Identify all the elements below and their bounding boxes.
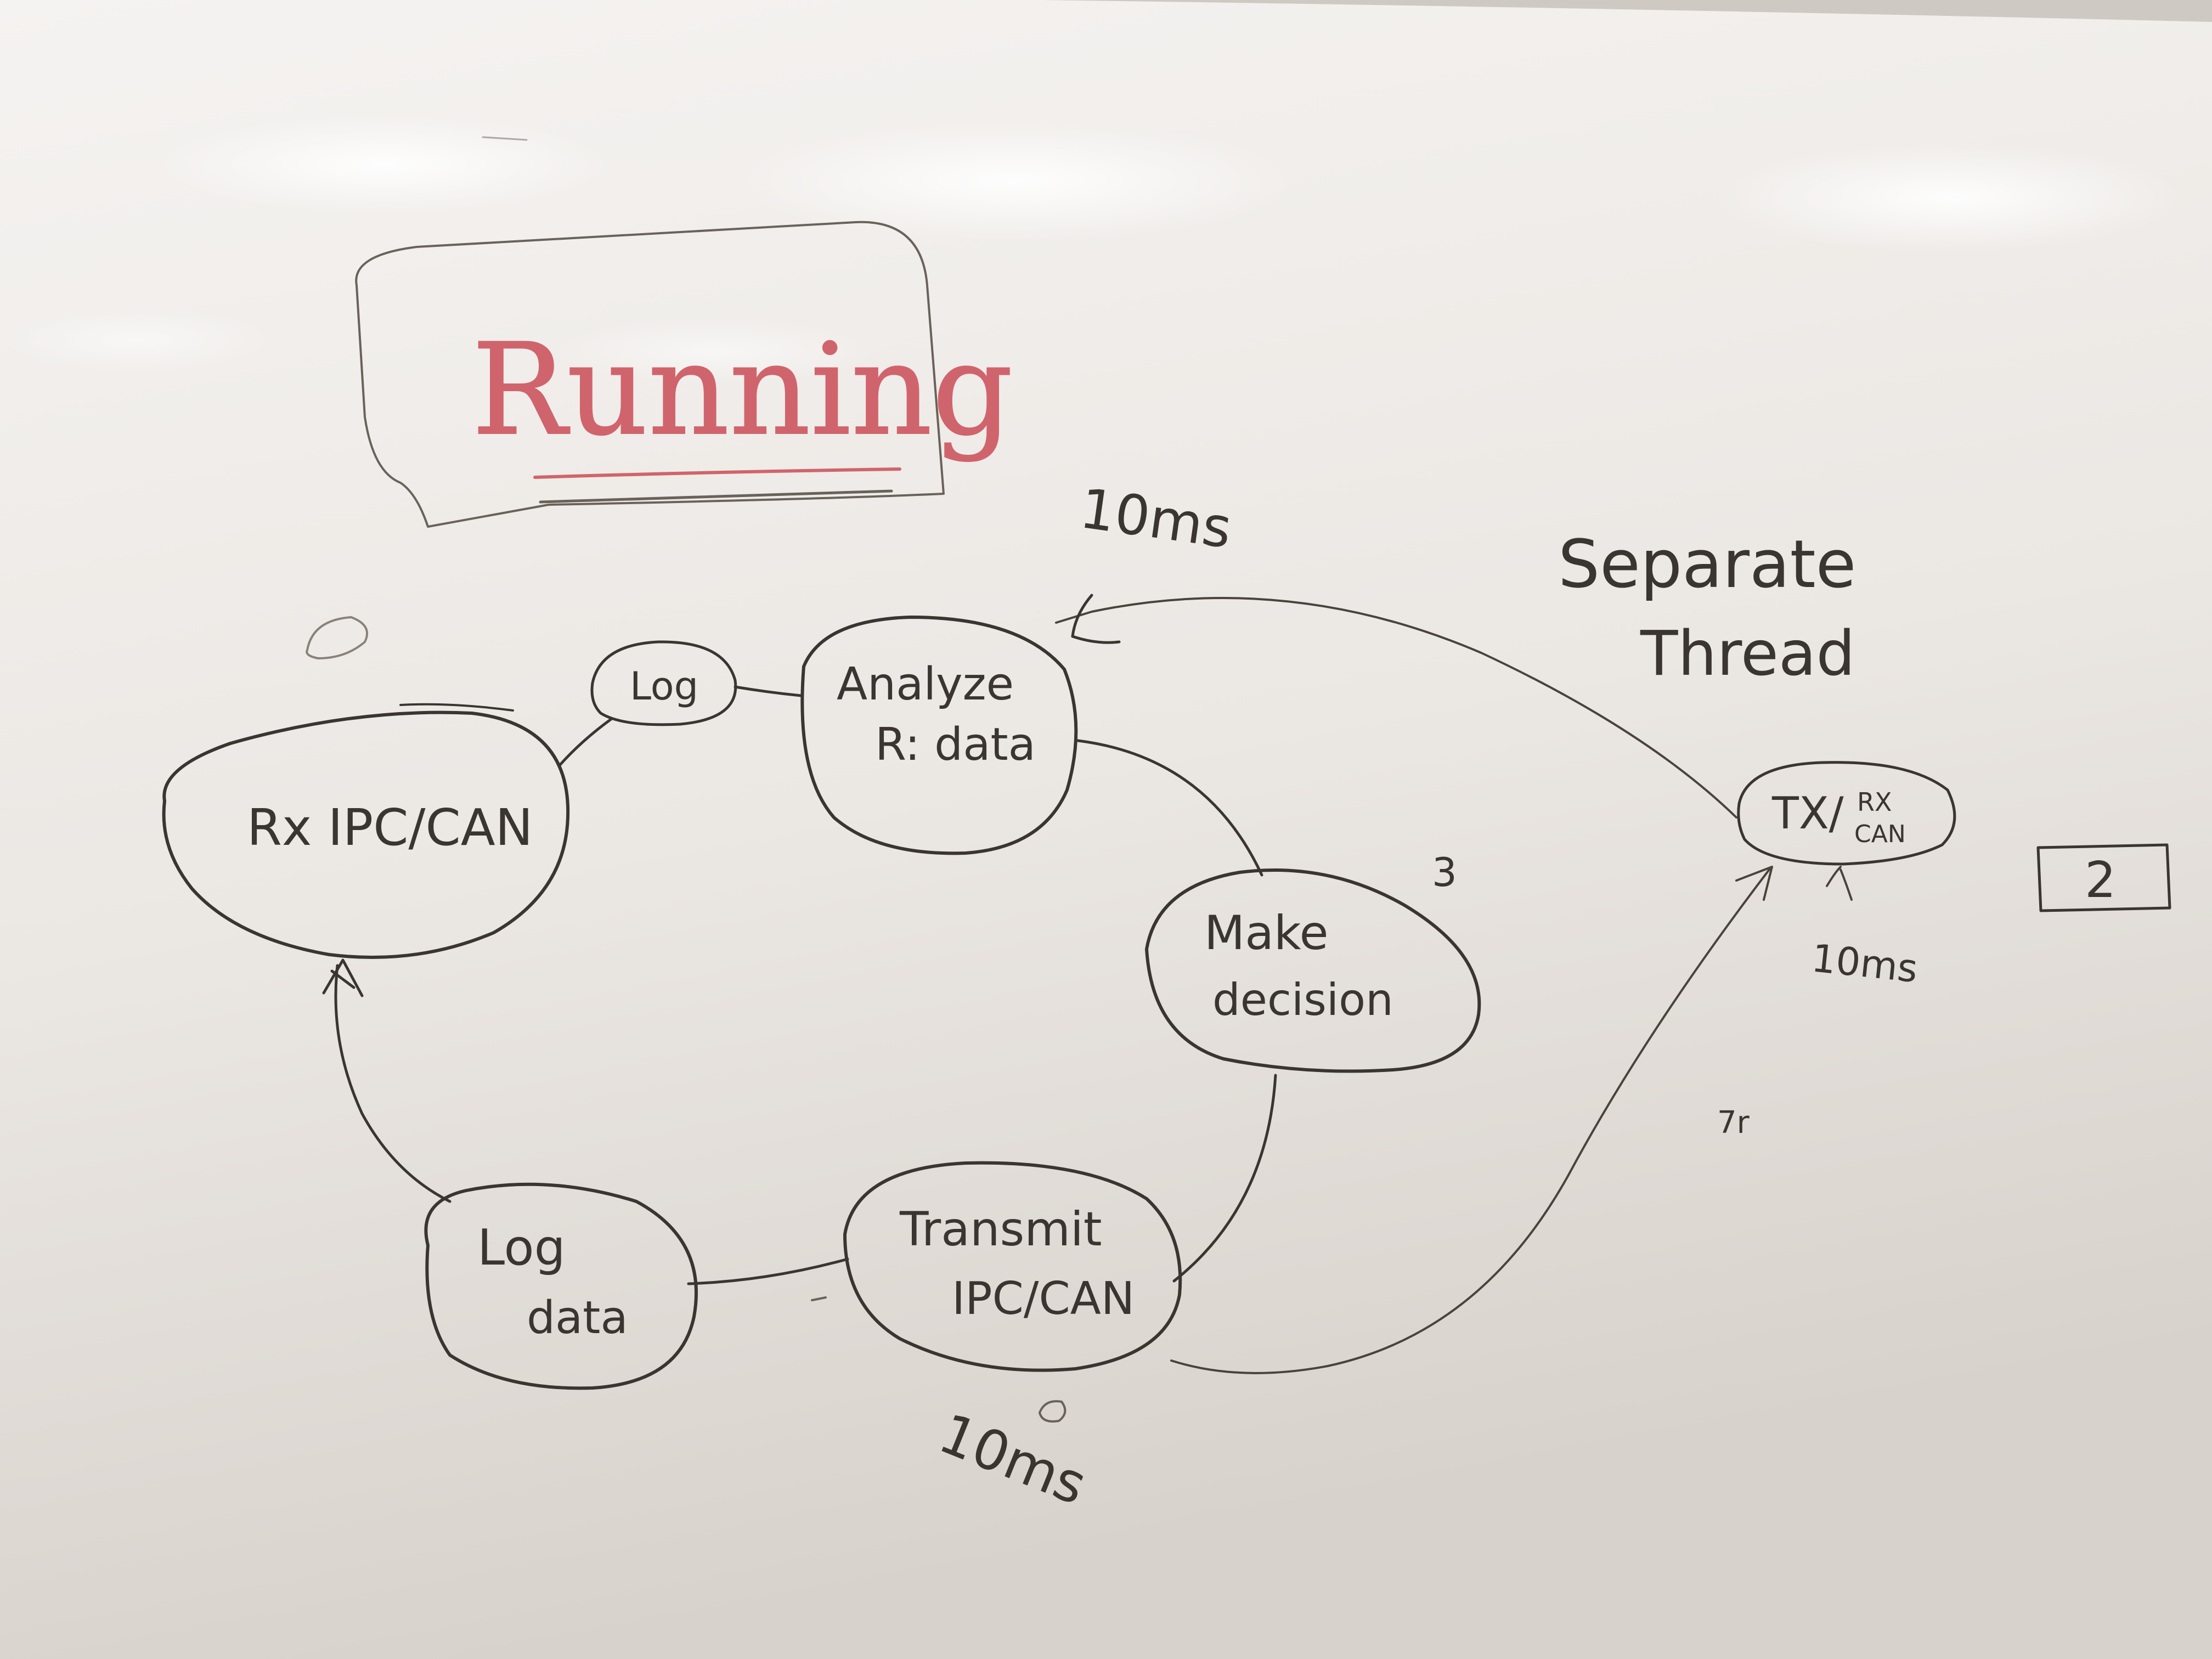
node-log-small: Log xyxy=(590,640,737,726)
label-2: 2 xyxy=(2085,851,2116,909)
edge-txrx-analyze xyxy=(1055,597,1737,819)
title-box: Running xyxy=(355,221,1013,528)
edge-transmit-txrx xyxy=(1170,868,1770,1374)
node-analyze-line2: R: data xyxy=(875,719,1036,771)
stray-circle-mark-2 xyxy=(1039,1400,1066,1423)
title-underline-2 xyxy=(539,489,893,504)
node-txrx-sub: CAN xyxy=(1854,820,1906,848)
node-txrx-main: TX/ xyxy=(1771,788,1844,839)
node-rx-label: Rx IPC/CAN xyxy=(247,798,533,857)
connectors xyxy=(322,594,1853,1374)
node-log-small-label: Log xyxy=(630,664,698,709)
edge-log-analyze xyxy=(733,685,803,697)
label-separate: Separate xyxy=(1558,527,1856,603)
node-log-data: Log data xyxy=(424,1182,698,1390)
node-transmit-line1: Transmit xyxy=(899,1202,1102,1257)
edge-make-transmit xyxy=(1172,1074,1277,1283)
node-transmit: Transmit IPC/CAN xyxy=(843,1161,1182,1372)
edge-transmit-logdata xyxy=(687,1257,849,1285)
arrowhead-analyze xyxy=(1071,594,1121,644)
node-txrx-sup: RX xyxy=(1857,787,1892,817)
arrowhead-txrx xyxy=(1735,866,1773,901)
node-make-decision: Make decision xyxy=(1145,868,1481,1073)
label-3: 3 xyxy=(1432,849,1457,895)
node-analyze: Analyze R: data xyxy=(800,616,1078,855)
node-make-line1: Make xyxy=(1204,906,1329,961)
edge-rx-log xyxy=(558,717,613,767)
title-underline-1 xyxy=(533,467,901,479)
label-thread: Thread xyxy=(1640,618,1855,690)
title-text: Running xyxy=(472,317,1013,464)
stray-dash-mark xyxy=(811,1296,827,1301)
arrowhead-rx xyxy=(322,958,364,997)
stray-circle-mark xyxy=(306,616,368,659)
label-small-mark: 7r xyxy=(1717,1105,1750,1141)
board-frame-top-edge xyxy=(1042,0,2212,22)
arrow-under-txrx xyxy=(1826,866,1853,901)
label-10ms-right: 10ms xyxy=(1809,935,1920,991)
node-transmit-line2: IPC/CAN xyxy=(952,1273,1135,1325)
edge-logdata-rx xyxy=(334,964,452,1203)
label-2-box: 2 xyxy=(2036,843,2171,912)
edge-analyze-make xyxy=(1076,739,1263,877)
node-analyze-line1: Analyze xyxy=(837,658,1014,710)
node-logdata-line1: Log xyxy=(477,1219,566,1277)
ceiling-light-reflections xyxy=(0,115,2183,384)
node-make-line2: decision xyxy=(1212,974,1393,1025)
node-rx-ipc-can: Rx IPC/CAN xyxy=(162,703,570,959)
node-logdata-line2: data xyxy=(527,1292,628,1344)
node-tx-rx-can: TX/ RX CAN xyxy=(1737,761,1956,866)
stray-line-top xyxy=(482,136,528,141)
